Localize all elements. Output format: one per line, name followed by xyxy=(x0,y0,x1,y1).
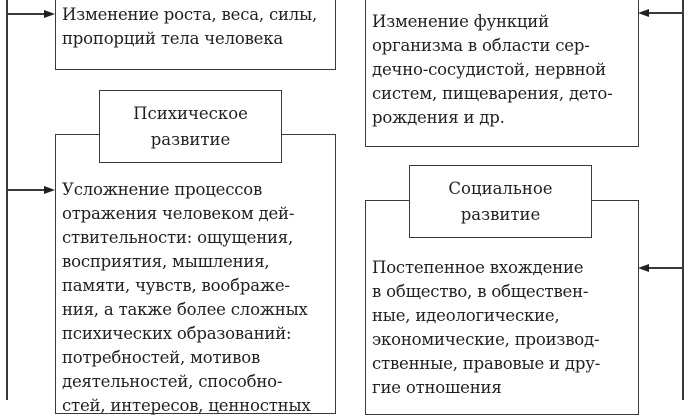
physical-development-text: Изменение роста, веса, силы, пропорций т… xyxy=(62,5,318,48)
social-development-header-box xyxy=(409,165,592,238)
arrow-left-icon xyxy=(638,264,649,272)
arrow-line-physiological xyxy=(646,12,683,14)
psychic-development-title: Психическое развитие xyxy=(133,104,248,149)
psychic-development-text: Усложнение процессов отражения человеком… xyxy=(62,180,311,415)
left-connector-line xyxy=(6,0,8,400)
psychic-development-header-box xyxy=(99,90,282,163)
arrow-line-social xyxy=(646,267,683,269)
right-connector-line xyxy=(682,0,684,400)
physiological-development-box xyxy=(365,0,639,147)
physiological-development-text: Изменение функций организма в области се… xyxy=(372,12,613,127)
physical-development-box xyxy=(55,0,336,70)
arrow-right-icon xyxy=(44,10,55,18)
arrow-line-physical xyxy=(7,13,47,15)
arrow-right-icon xyxy=(44,186,55,194)
arrow-line-psychic xyxy=(7,189,47,191)
psychic-development-content-box xyxy=(55,134,336,414)
social-development-text: Постепенное вхождение в общество, в обще… xyxy=(372,258,601,397)
arrow-left-icon xyxy=(638,9,649,17)
social-development-title: Социальное развитие xyxy=(448,179,553,224)
